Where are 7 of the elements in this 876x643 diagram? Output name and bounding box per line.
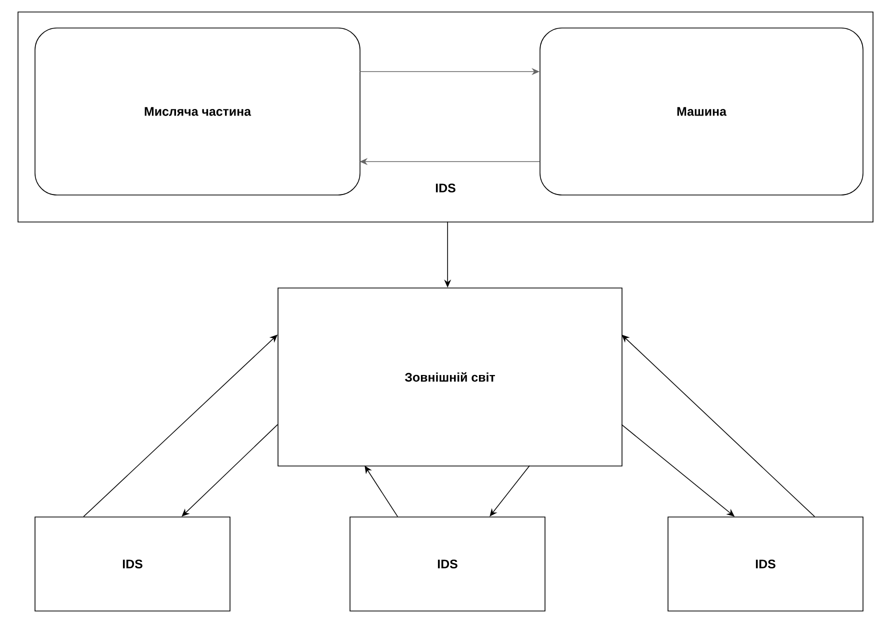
process-box: IDS — [34, 516, 230, 612]
process-box: IDS — [668, 516, 864, 612]
process-box: Зовнішній світ — [278, 288, 622, 466]
rounded-box: Мисляча частина — [34, 28, 360, 196]
process-box: IDS — [350, 516, 546, 612]
arrow — [622, 334, 815, 517]
rounded-box: Машина — [540, 28, 864, 196]
